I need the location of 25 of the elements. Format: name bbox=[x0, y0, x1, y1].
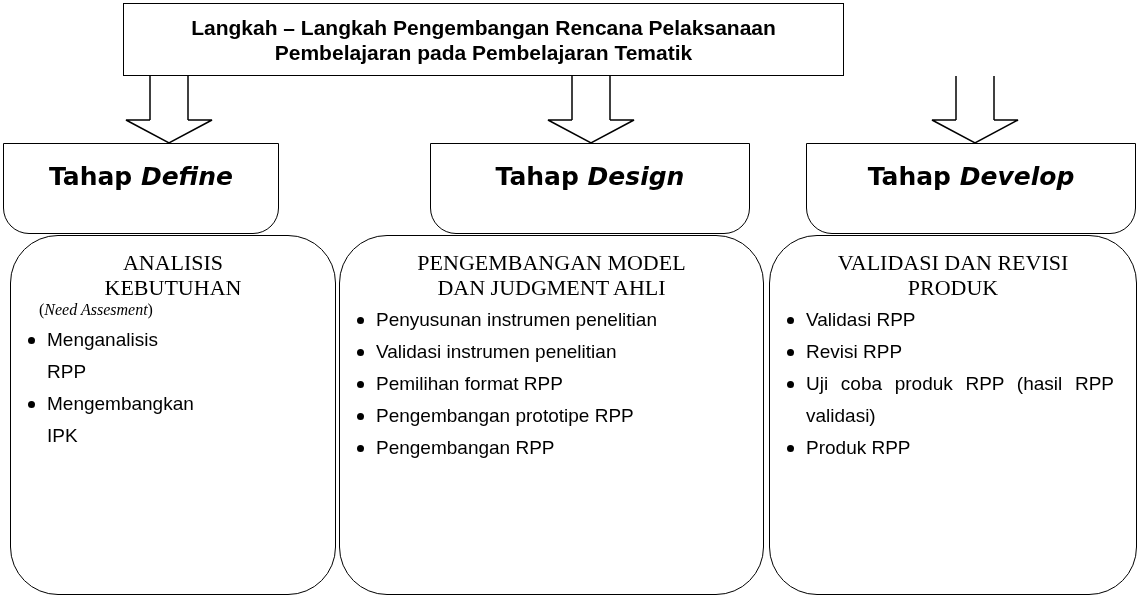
list-item-text: Pemilihan format RPP bbox=[376, 372, 564, 396]
stage-box bbox=[430, 143, 750, 234]
list-item-text: Uji coba produk RPP (hasil RPP validasi) bbox=[806, 372, 1114, 428]
list-item-text: Pengembangan prototipe RPP bbox=[376, 404, 635, 428]
list-item-text: Pengembangan RPP bbox=[376, 436, 556, 460]
section-heading: ANALISIS KEBUTUHAN bbox=[103, 250, 243, 300]
section-heading: VALIDASI DAN REVISI PRODUK bbox=[836, 250, 1070, 300]
list-item-text: Produk RPP bbox=[806, 436, 912, 460]
stage-label: Tahap Develop bbox=[867, 162, 1075, 193]
title-text: Langkah – Langkah Pengembangan Rencana Pelaksanaan Pembelajaran pada Pembelajaran Tematik bbox=[190, 14, 777, 65]
stage-box bbox=[806, 143, 1136, 234]
stage-label: Tahap Define bbox=[48, 162, 234, 193]
list-item-text: Validasi instrumen penelitian bbox=[376, 340, 618, 364]
subheading: (Need Assesment) bbox=[39, 300, 154, 320]
title-box bbox=[123, 3, 844, 76]
list-item-text: Penyusunan instrumen penelitian bbox=[376, 308, 658, 332]
stage-box bbox=[3, 143, 279, 234]
list-item-text: Menganalisis RPP bbox=[47, 328, 159, 384]
content-box bbox=[769, 235, 1137, 595]
list-item-text: Validasi RPP bbox=[806, 308, 917, 332]
section-heading: PENGEMBANGAN MODEL DAN JUDGMENT AHLI bbox=[416, 250, 687, 300]
content-box bbox=[339, 235, 764, 595]
content-box bbox=[10, 235, 336, 595]
stage-label: Tahap Design bbox=[495, 162, 685, 193]
list-item-text: Revisi RPP bbox=[806, 340, 904, 364]
